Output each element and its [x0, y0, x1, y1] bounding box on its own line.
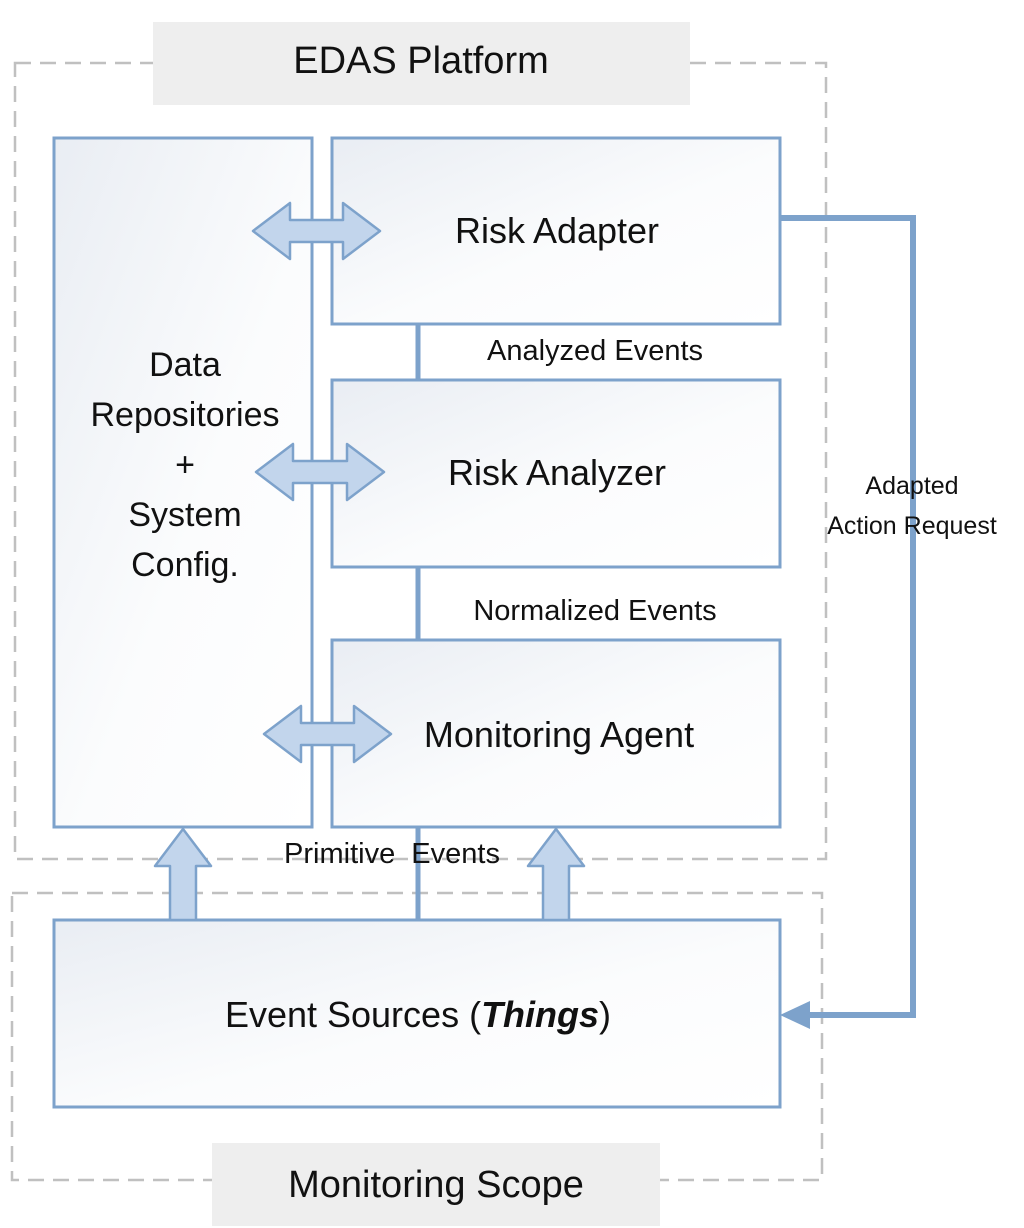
- event-sources-suffix: ): [599, 994, 612, 1035]
- edas-platform-title: EDAS Platform: [293, 40, 549, 82]
- data-repositories-label: Data Repositories + System Config.: [91, 340, 280, 590]
- event-sources-things: Things: [481, 994, 600, 1035]
- analyzed-events-label: Analyzed Events: [486, 335, 704, 367]
- adapted-action-request-label: Adapted Action Request: [827, 466, 997, 546]
- monitoring-agent-box: [330, 638, 782, 829]
- primitive-events-label: Primitive Events: [284, 838, 500, 870]
- repo-agent-double-arrow: [262, 704, 393, 764]
- repo-analyzer-double-arrow: [254, 442, 386, 502]
- adapted-action-arrowhead: [780, 1001, 810, 1029]
- repositories-line-4: System: [128, 496, 242, 534]
- repositories-line-5: Config.: [131, 546, 239, 584]
- scope-title-background: [212, 1143, 660, 1226]
- repositories-line-2: Repositories: [90, 396, 280, 434]
- sources-to-agent-up-arrow: [526, 827, 586, 922]
- risk-adapter-box: [330, 136, 782, 326]
- action-label-line-1: Adapted: [865, 472, 959, 500]
- risk-analyzer-label: Risk Analyzer: [447, 452, 667, 493]
- sources-to-repositories-up-arrow: [153, 827, 213, 922]
- risk-adapter-label: Risk Adapter: [454, 210, 660, 251]
- platform-title-background: [153, 22, 690, 105]
- repositories-line-1: Data: [149, 346, 221, 384]
- risk-analyzer-box: [330, 378, 782, 569]
- event-sources-label: Event Sources (Things): [225, 994, 611, 1035]
- adapted-action-request-connector: [780, 215, 916, 1018]
- event-sources-box: [52, 918, 782, 1109]
- event-sources-prefix: Event Sources (: [224, 994, 482, 1035]
- action-label-line-2: Action Request: [827, 512, 997, 540]
- monitoring-agent-label: Monitoring Agent: [423, 714, 695, 755]
- repositories-line-3: +: [175, 446, 195, 484]
- monitoring-scope-title: Monitoring Scope: [288, 1164, 584, 1206]
- normalized-events-label: Normalized Events: [473, 595, 717, 627]
- repo-adapter-double-arrow: [251, 201, 382, 261]
